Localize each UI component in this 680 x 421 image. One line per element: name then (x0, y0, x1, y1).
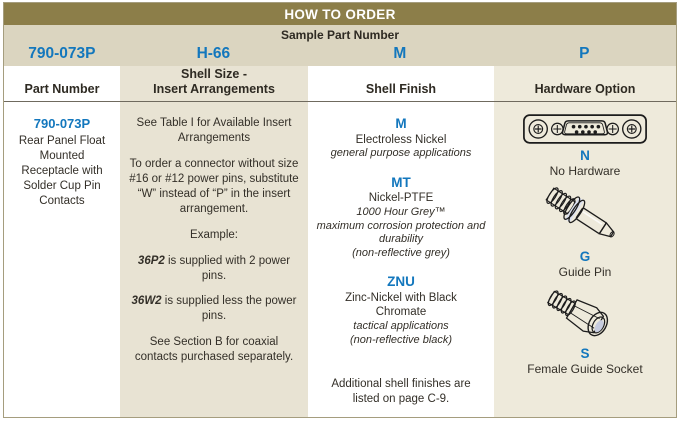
hardware-label: No Hardware (549, 163, 621, 178)
hardware-option-no-hardware: N No Hardware (494, 110, 676, 183)
sample-segment-hardware: P (579, 45, 590, 62)
finish-name: Electroless Nickel (355, 133, 447, 146)
sample-segment-part-number: 790-073P (28, 45, 96, 62)
hardware-option-female-guide-socket: S Female Guide Socket (494, 284, 676, 381)
example-2-note: 36W2 is supplied less the power pins. (128, 294, 300, 324)
table-columns: Part Number 790-073P Rear Panel Float Mo… (4, 66, 676, 417)
sample-part-number-band: Sample Part Number 790-073P H-66 M P (4, 25, 676, 66)
hardware-code: G (579, 249, 591, 265)
how-to-order-table: HOW TO ORDER Sample Part Number 790-073P… (3, 2, 677, 418)
finish-name: Nickel-PTFE (368, 192, 434, 205)
finish-code: MT (391, 174, 411, 190)
shell-size-header-text: Shell Size - Insert Arrangements (153, 66, 275, 97)
power-pin-substitute-note: To order a connector without size #16 or… (129, 157, 299, 215)
finish-note: general purpose applications (330, 147, 472, 160)
finish-note: (non-reflective grey) (352, 246, 450, 259)
sample-part-number-label: Sample Part Number (280, 28, 400, 42)
part-number-body: 790-073P Rear Panel Float Mounted Recept… (4, 102, 120, 417)
part-number-code: 790-073P (33, 116, 91, 131)
coaxial-contacts-note: See Section B for coaxial contacts purch… (134, 336, 294, 364)
guide-pin-icon (545, 187, 615, 238)
example-1-text: is supplied with 2 power pins. (164, 254, 291, 282)
hardware-option-body: N No Hardware (494, 102, 676, 417)
part-number-header: Part Number (4, 66, 120, 102)
example-1-code: 36P2 (137, 254, 165, 267)
column-shell-size: Shell Size - Insert Arrangements See Tab… (120, 66, 308, 417)
hardware-code: S (580, 346, 590, 362)
shell-size-body: See Table I for Available Insert Arrange… (120, 102, 308, 417)
insert-table-note: See Table I for Available Insert Arrange… (136, 117, 292, 144)
finish-note: (non-reflective black) (349, 333, 453, 346)
hardware-option-guide-pin: G Guide Pin (494, 183, 676, 284)
finish-code: ZNU (387, 274, 415, 289)
hardware-code: N (580, 148, 590, 163)
female-guide-socket-icon (546, 290, 609, 337)
example-2-text: is supplied less the power pins. (161, 295, 297, 323)
column-hardware-option: Hardware Option (494, 66, 676, 417)
example-2-code: 36W2 (131, 295, 162, 308)
finish-option-electroless-nickel: M Electroless Nickel general purpose app… (315, 115, 487, 161)
finish-code: M (395, 116, 407, 131)
finish-option-zinc-nickel: ZNU Zinc-Nickel with Black Chromate tact… (315, 273, 487, 347)
sample-part-number-segments: 790-073P H-66 M P (4, 42, 676, 66)
shell-finish-header: Shell Finish (308, 66, 494, 102)
finish-option-nickel-ptfe: MT Nickel-PTFE 1000 Hour Grey™ maximum c… (315, 174, 487, 260)
finish-note: 1000 Hour Grey™ (356, 206, 446, 219)
column-shell-finish: Shell Finish M Electroless Nickel genera… (308, 66, 494, 417)
part-number-description: Rear Panel Float Mounted Receptacle with… (18, 134, 106, 207)
finish-name: Zinc-Nickel with Black Chromate (345, 291, 457, 319)
column-part-number: Part Number 790-073P Rear Panel Float Mo… (4, 66, 120, 417)
sample-segment-shell-size: H-66 (196, 45, 231, 62)
table-title: HOW TO ORDER (4, 3, 676, 25)
finish-note: tactical applications (353, 320, 449, 333)
finish-note: maximum corrosion protection and durabil… (316, 219, 486, 246)
sample-segment-shell-finish: M (393, 45, 407, 62)
hardware-label: Guide Pin (558, 264, 612, 279)
shell-size-header: Shell Size - Insert Arrangements (120, 66, 308, 102)
hardware-option-header: Hardware Option (494, 66, 676, 102)
shell-finish-body: M Electroless Nickel general purpose app… (308, 102, 494, 417)
example-label: Example: (190, 228, 238, 241)
hardware-label: Female Guide Socket (527, 361, 643, 376)
additional-finishes-note: Additional shell finishes are listed on … (331, 378, 471, 406)
dsub-connector-face-icon (523, 114, 647, 144)
example-1-note: 36P2 is supplied with 2 power pins. (128, 254, 300, 284)
